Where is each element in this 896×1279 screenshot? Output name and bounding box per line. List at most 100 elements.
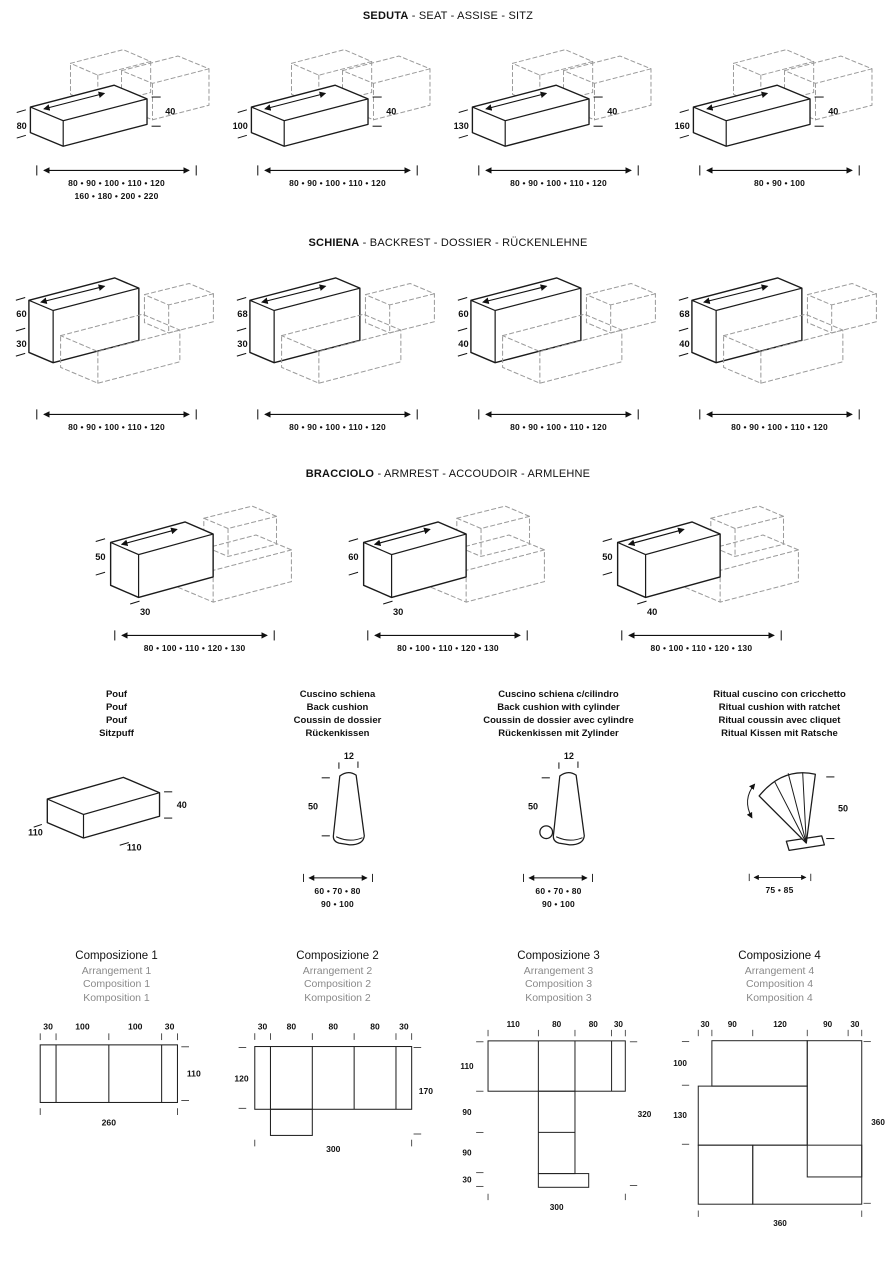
seat-module-130: 130 40 80 • 90 • 100 • 110 • 120 (454, 36, 661, 192)
title-en: Arrangement 1 (81, 964, 152, 977)
back-cushion-cylinder-titles: Cuscino schiena c/cilindro Back cushion … (483, 689, 633, 743)
width-options: 80 • 90 • 100 • 110 • 120 (510, 421, 607, 432)
armrest-isometric-diagram: 60 30 (345, 494, 550, 617)
composition-3: Composizione 3 Arrangement 3 Composition… (456, 949, 661, 1214)
dim-left: 130 (673, 1111, 687, 1120)
width-arrow (619, 629, 784, 642)
backrest-module-4: 68 40 80 • 90 • 100 • 110 • 120 (677, 263, 882, 434)
dim-left: 100 (673, 1059, 687, 1068)
backrest-shape (458, 278, 656, 383)
backrest-isometric-diagram: 60 30 (14, 263, 219, 403)
cushion-shape (320, 761, 365, 847)
backrest-module-2: 68 30 80 • 90 • 100 • 110 • 120 (235, 263, 440, 434)
width-options: 80 • 90 • 100 • 110 • 120 (289, 177, 386, 188)
seat-module-160: 160 40 80 • 90 • 100 (675, 36, 882, 192)
dim-height-label: 60 (16, 309, 26, 319)
width-options: 80 • 90 • 100 • 110 • 120 (68, 421, 165, 432)
dim-depth-label: 110 (28, 827, 43, 837)
width-options: 60 • 70 • 80 (314, 886, 361, 897)
dim-height-label: 40 (386, 106, 396, 116)
title-fr: Coussin de dossier (293, 715, 382, 727)
backrest-isometric-diagram: 60 40 (456, 263, 661, 403)
section-title-main: SCHIENA (308, 237, 360, 250)
title-en: Arrangement 2 (302, 964, 373, 977)
section-title-translations: - SEAT - ASSISE - SITZ (408, 10, 534, 22)
ritual-shape (747, 773, 834, 851)
dim-depth-label: 30 (237, 339, 247, 349)
dim-top: 30 (399, 1022, 409, 1032)
composition-3-plan: 110 80 80 30 110 90 90 30 320 300 (460, 1020, 652, 1212)
composition-1: Composizione 1 Arrangement 1 Composition… (21, 949, 213, 1131)
width-options: 80 • 90 • 100 (753, 177, 806, 188)
title-it: Ritual cuscino con cricchetto (713, 689, 846, 701)
backrest-isometric-diagram: 68 40 (677, 263, 882, 403)
dim-height-label: 50 (307, 802, 317, 812)
title-de: Komposition 2 (304, 992, 371, 1005)
width-options-2: 90 • 100 (542, 899, 575, 910)
dimension-ticks (476, 1030, 638, 1201)
dim-top: 100 (128, 1022, 143, 1032)
width-options: 80 • 90 • 100 • 110 • 120 (289, 421, 386, 432)
dim-top: 30 (614, 1020, 624, 1029)
title-de: Komposition 3 (525, 992, 592, 1005)
title-it: Pouf (105, 689, 128, 701)
dim-height-label: 60 (458, 309, 468, 319)
dim-depth-label: 160 (675, 121, 690, 131)
cylinder-shape (539, 825, 554, 840)
dim-height-label: 40 (176, 800, 186, 810)
armrest-shape (96, 506, 292, 604)
backrest-module-3: 60 40 80 • 90 • 100 • 110 • 120 (456, 263, 661, 434)
dim-top: 30 (850, 1020, 860, 1029)
dimension-ticks (681, 1029, 871, 1218)
dim-left: 90 (462, 1148, 472, 1157)
dim-right: 320 (638, 1110, 652, 1119)
backrest-shape (679, 278, 877, 383)
seat-shape (680, 50, 872, 147)
dim-right: 360 (871, 1118, 885, 1127)
armrest-module-1: 50 30 80 • 100 • 110 • 120 • 130 (92, 494, 297, 655)
width-arrow (697, 164, 862, 177)
pouf-drawing-area: 110 110 40 (28, 743, 203, 869)
dim-top: 110 (507, 1020, 521, 1029)
armrest-isometric-diagram: 50 30 (92, 494, 297, 617)
seat-module-80: 80 40 80 • 90 • 100 • 110 • 120 160 • 18… (14, 36, 219, 203)
seat-shape (238, 50, 430, 147)
section-title-main: SEDUTA (362, 10, 409, 22)
title-de: Rückenkissen (305, 727, 370, 739)
pouf-titles: Pouf Pouf Pouf Sitzpuff (99, 689, 134, 743)
width-options: 80 • 90 • 100 • 110 • 120 (510, 177, 607, 188)
seat-shape (459, 50, 651, 147)
ritual-cushion-drawing-area: 50 (712, 743, 848, 869)
seat-isometric-diagram: 80 40 (14, 36, 219, 159)
title-fr: Coussin de dossier avec cylindre (483, 715, 634, 727)
back-cushion-diagram: 12 50 (307, 751, 365, 847)
title-fr: Composition 1 (82, 978, 151, 991)
title-en: Ritual cushion with ratchet (718, 702, 841, 714)
title-it: Cuscino schiena c/cilindro (498, 689, 619, 701)
dim-depth-label: 40 (679, 339, 689, 349)
width-options: 80 • 90 • 100 • 110 • 120 (68, 177, 165, 188)
dim-thickness-label: 12 (564, 751, 574, 761)
composition-1-titles: Composizione 1 Arrangement 1 Composition… (75, 949, 157, 1006)
seat-isometric-diagram: 160 40 (675, 36, 882, 159)
armrest-shape (603, 506, 799, 604)
back-cushion-cylinder-module: Cuscino schiena c/cilindro Back cushion … (483, 689, 633, 915)
dim-top: 30 (43, 1022, 53, 1032)
width-arrow (697, 408, 862, 421)
title-fr: Composition 3 (524, 978, 593, 991)
title-it: Cuscino schiena (299, 689, 376, 701)
dim-height-label: 50 (528, 802, 538, 812)
armrest-isometric-diagram: 50 40 (599, 494, 804, 617)
width-options: 80 • 100 • 110 • 120 • 130 (143, 643, 246, 654)
backrest-isometric-diagram: 68 30 (235, 263, 440, 403)
dim-top: 30 (258, 1022, 268, 1032)
armrest-module-2: 60 30 80 • 100 • 110 • 120 • 130 (345, 494, 550, 655)
floor-plan-outline (697, 1040, 862, 1205)
section-title-armrest: BRACCIOLO - ARMREST - ACCOUDOIR - ARMLEH… (6, 468, 890, 480)
dim-top: 80 (328, 1022, 338, 1032)
section-accessories: Pouf Pouf Pouf Sitzpuff 110 110 40 (6, 689, 890, 915)
composition-2-titles: Composizione 2 Arrangement 2 Composition… (296, 949, 378, 1006)
dim-depth-label: 30 (393, 607, 403, 617)
backrest-module-1: 60 30 80 • 90 • 100 • 110 • 120 (14, 263, 219, 434)
